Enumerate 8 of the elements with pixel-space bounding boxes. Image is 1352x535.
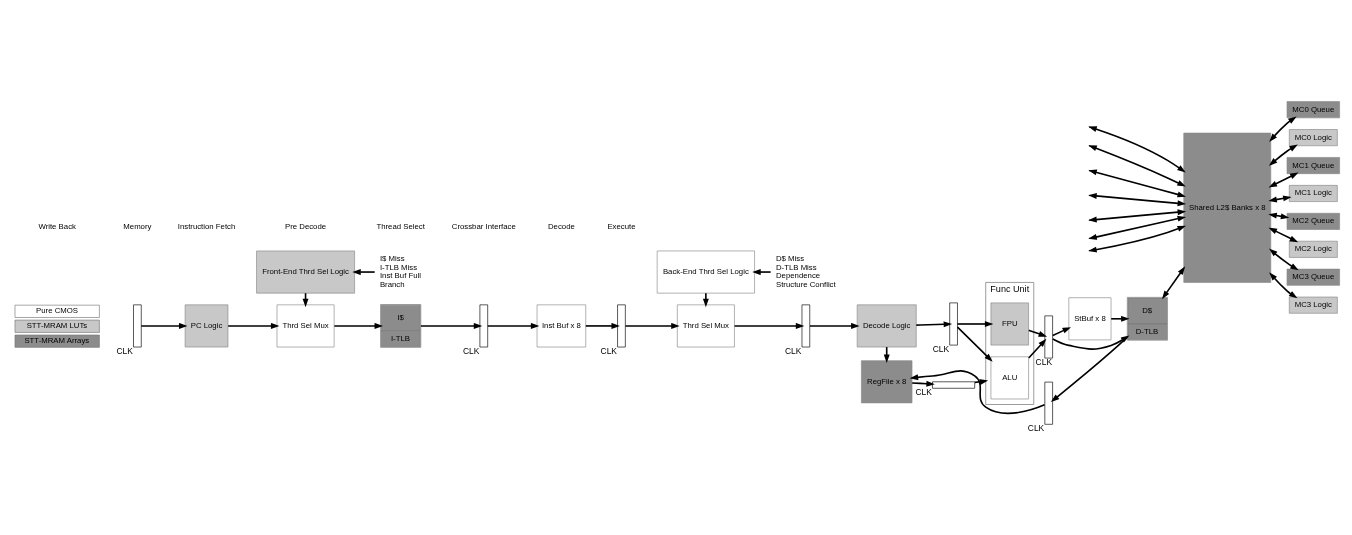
node-label: CLK <box>784 345 802 356</box>
node-label: CLK <box>915 387 932 398</box>
node-label: CLK <box>932 343 950 354</box>
node-label: CLK <box>1035 356 1053 367</box>
node-label: CLK <box>600 345 618 356</box>
node-label: CLK <box>116 345 133 356</box>
node-label: CLK <box>462 345 480 356</box>
node-label: CLK <box>1027 423 1045 434</box>
